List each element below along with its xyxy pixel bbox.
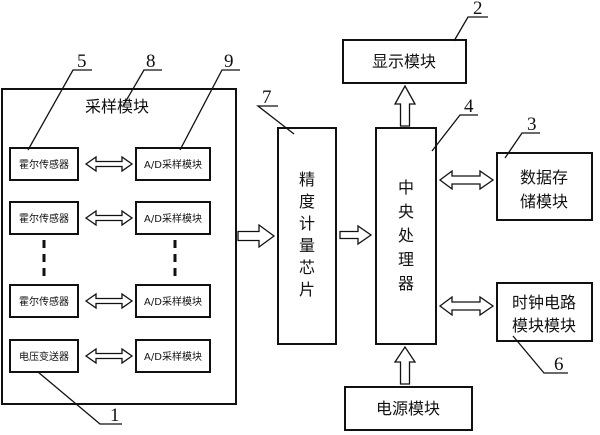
display-module-label: 显示模块 <box>372 52 436 71</box>
callout-number-1: 1 <box>110 405 120 426</box>
callout-number-3: 3 <box>527 114 537 135</box>
clock-module-box <box>496 282 593 342</box>
cpu-label-char: 中 <box>398 178 414 197</box>
metering-chip-label-char: 片 <box>299 280 315 299</box>
sensor-ad-arrow-4 <box>84 347 134 365</box>
cpu-box <box>375 127 437 345</box>
sampling-module-box <box>1 88 237 405</box>
power-to-cpu-arrow <box>393 345 417 385</box>
ad-module-box-1 <box>135 147 211 181</box>
cpu-clock-arrow <box>438 295 495 317</box>
display-module-box <box>342 39 467 84</box>
ad-module-box-3 <box>135 284 211 318</box>
hall-sensor-label-1: 霍尔传感器 <box>19 158 69 171</box>
metering-chip-label-char: 计 <box>299 214 315 233</box>
storage-module-line1: 数据存 <box>520 168 568 187</box>
cpu-label: 中央处理器 <box>398 178 414 293</box>
sensor-ad-arrow-2 <box>84 209 134 227</box>
ad-module-label-4: A/D采样模块 <box>144 350 202 363</box>
cpu-label-char: 央 <box>398 202 414 221</box>
ad-module-label-2: A/D采样模块 <box>144 212 202 225</box>
callout-number-4: 4 <box>464 96 474 117</box>
metering-chip-box <box>277 127 337 345</box>
clock-module-line2: 模块模块 <box>512 316 576 335</box>
cpu-storage-arrow <box>438 169 495 191</box>
metering-chip-label-char: 度 <box>299 192 315 211</box>
metering-chip-label-char: 量 <box>299 236 315 255</box>
cpu-label-char: 处 <box>398 226 414 245</box>
cpu-label-char: 理 <box>398 250 414 269</box>
callout-number-2: 2 <box>473 0 483 19</box>
metering-chip-label-char: 精 <box>299 170 315 189</box>
power-module-box <box>344 386 473 431</box>
callout-number-5: 5 <box>77 51 87 72</box>
storage-module-box <box>496 152 593 221</box>
voltage-transmitter-box <box>9 339 79 373</box>
power-module-label: 电源模块 <box>376 399 440 418</box>
callout-number-8: 8 <box>146 51 156 72</box>
metering-chip-label-char: 芯 <box>299 258 315 277</box>
callout-number-6: 6 <box>554 354 564 375</box>
sensor-ad-arrow-3 <box>84 292 134 310</box>
hall-sensor-box-3 <box>9 284 79 318</box>
callout-leaders <box>27 16 568 425</box>
callout-number-9: 9 <box>224 51 234 72</box>
hall-sensor-box-1 <box>9 147 79 181</box>
ellipsis-dots <box>42 240 177 282</box>
ad-module-box-4 <box>135 339 211 373</box>
hall-sensor-label-3: 霍尔传感器 <box>19 295 69 308</box>
callout-number-7: 7 <box>262 87 272 108</box>
hall-sensor-box-2 <box>9 201 79 235</box>
storage-module-line2: 储模块 <box>520 192 568 211</box>
sampling-to-chip-arrow <box>237 223 276 249</box>
ad-module-label-3: A/D采样模块 <box>144 295 202 308</box>
sensor-ad-arrow-1 <box>84 155 134 173</box>
ad-module-box-2 <box>135 201 211 235</box>
cpu-to-display-arrow <box>393 84 417 127</box>
sampling-module-title: 采样模块 <box>85 97 149 116</box>
chip-to-cpu-arrow <box>339 224 373 246</box>
clock-module-line1: 时钟电路 <box>512 293 576 312</box>
cpu-label-char: 器 <box>398 274 414 293</box>
ad-module-label-1: A/D采样模块 <box>144 158 202 171</box>
voltage-transmitter-label: 电压变送器 <box>19 350 69 363</box>
metering-chip-label: 精度计量芯片 <box>299 170 315 299</box>
hall-sensor-label-2: 霍尔传感器 <box>19 212 69 225</box>
